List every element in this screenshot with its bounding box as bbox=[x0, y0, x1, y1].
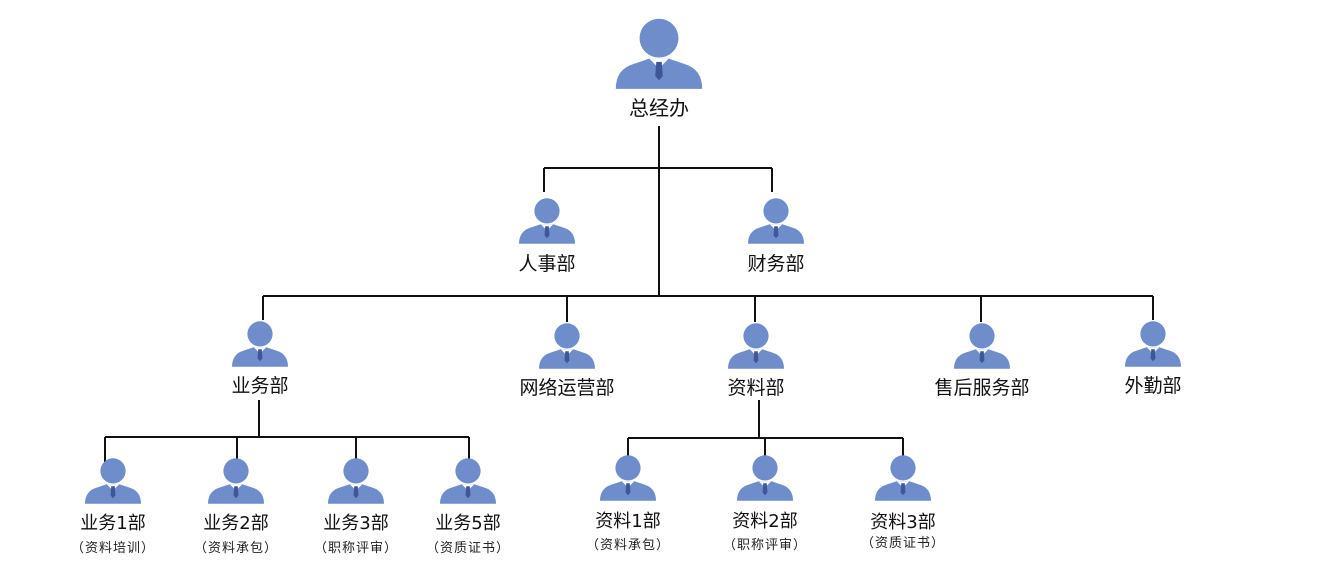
node-label: 人事部 bbox=[518, 253, 575, 275]
node-label: 资料2部 bbox=[732, 511, 797, 532]
person-icon bbox=[600, 455, 656, 501]
person-icon bbox=[85, 458, 141, 504]
person-icon bbox=[748, 198, 804, 244]
person-icon bbox=[875, 455, 931, 501]
node-label: 售后服务部 bbox=[934, 377, 1029, 399]
node-label: 外勤部 bbox=[1124, 375, 1181, 397]
node-field: 外勤部 bbox=[1124, 321, 1182, 397]
person-icon bbox=[440, 458, 496, 504]
node-sublabel: （资料承包） bbox=[586, 538, 670, 553]
node-sublabel: （资料培训） bbox=[71, 540, 155, 556]
node-label: 业务5部 bbox=[435, 513, 500, 534]
node-label: 财务部 bbox=[747, 253, 804, 275]
person-icon bbox=[232, 321, 288, 367]
person-icon bbox=[328, 458, 384, 504]
node-mat2: 资料2部 （职称评审） bbox=[723, 455, 807, 553]
node-label: 业务2部 bbox=[203, 513, 268, 534]
node-biz2: 业务2部 （资料承包） bbox=[194, 458, 278, 556]
node-label: 资料部 bbox=[727, 377, 784, 399]
node-business: 业务部 bbox=[231, 321, 289, 397]
node-sublabel: （职称评审） bbox=[314, 541, 398, 556]
person-icon bbox=[539, 323, 595, 369]
node-sublabel: （资质证书） bbox=[861, 536, 945, 551]
node-biz5: 业务5部 （资质证书） bbox=[426, 458, 510, 556]
node-hr: 人事部 bbox=[518, 198, 576, 275]
node-sublabel: （资料承包） bbox=[194, 541, 278, 556]
person-icon bbox=[737, 455, 793, 501]
person-icon bbox=[954, 323, 1010, 369]
person-icon bbox=[728, 323, 784, 369]
node-materials: 资料部 bbox=[727, 323, 785, 399]
person-icon bbox=[1125, 321, 1181, 367]
node-label: 资料1部 bbox=[595, 511, 660, 532]
node-mat1: 资料1部 （资料承包） bbox=[586, 455, 670, 553]
node-sublabel: （资质证书） bbox=[426, 541, 510, 556]
node-ceo: 总经办 bbox=[615, 18, 703, 120]
person-icon bbox=[615, 18, 703, 89]
node-label: 业务1部 bbox=[80, 513, 145, 534]
node-sublabel: （职称评审） bbox=[723, 538, 807, 553]
node-netops: 网络运营部 bbox=[519, 323, 615, 399]
node-mat3: 资料3部 （资质证书） bbox=[861, 455, 945, 551]
node-label: 资料3部 bbox=[870, 512, 935, 533]
node-finance: 财务部 bbox=[747, 198, 805, 275]
person-icon bbox=[519, 198, 575, 244]
connector-lines bbox=[104, 126, 1154, 462]
node-label: 业务3部 bbox=[323, 513, 388, 534]
node-label: 总经办 bbox=[629, 96, 689, 120]
person-icon bbox=[208, 458, 264, 504]
node-label: 网络运营部 bbox=[519, 377, 614, 399]
node-biz3: 业务3部 （职称评审） bbox=[314, 458, 398, 556]
node-biz1: 业务1部 （资料培训） bbox=[71, 458, 155, 556]
node-aftersales: 售后服务部 bbox=[934, 323, 1030, 399]
node-label: 业务部 bbox=[231, 375, 288, 397]
